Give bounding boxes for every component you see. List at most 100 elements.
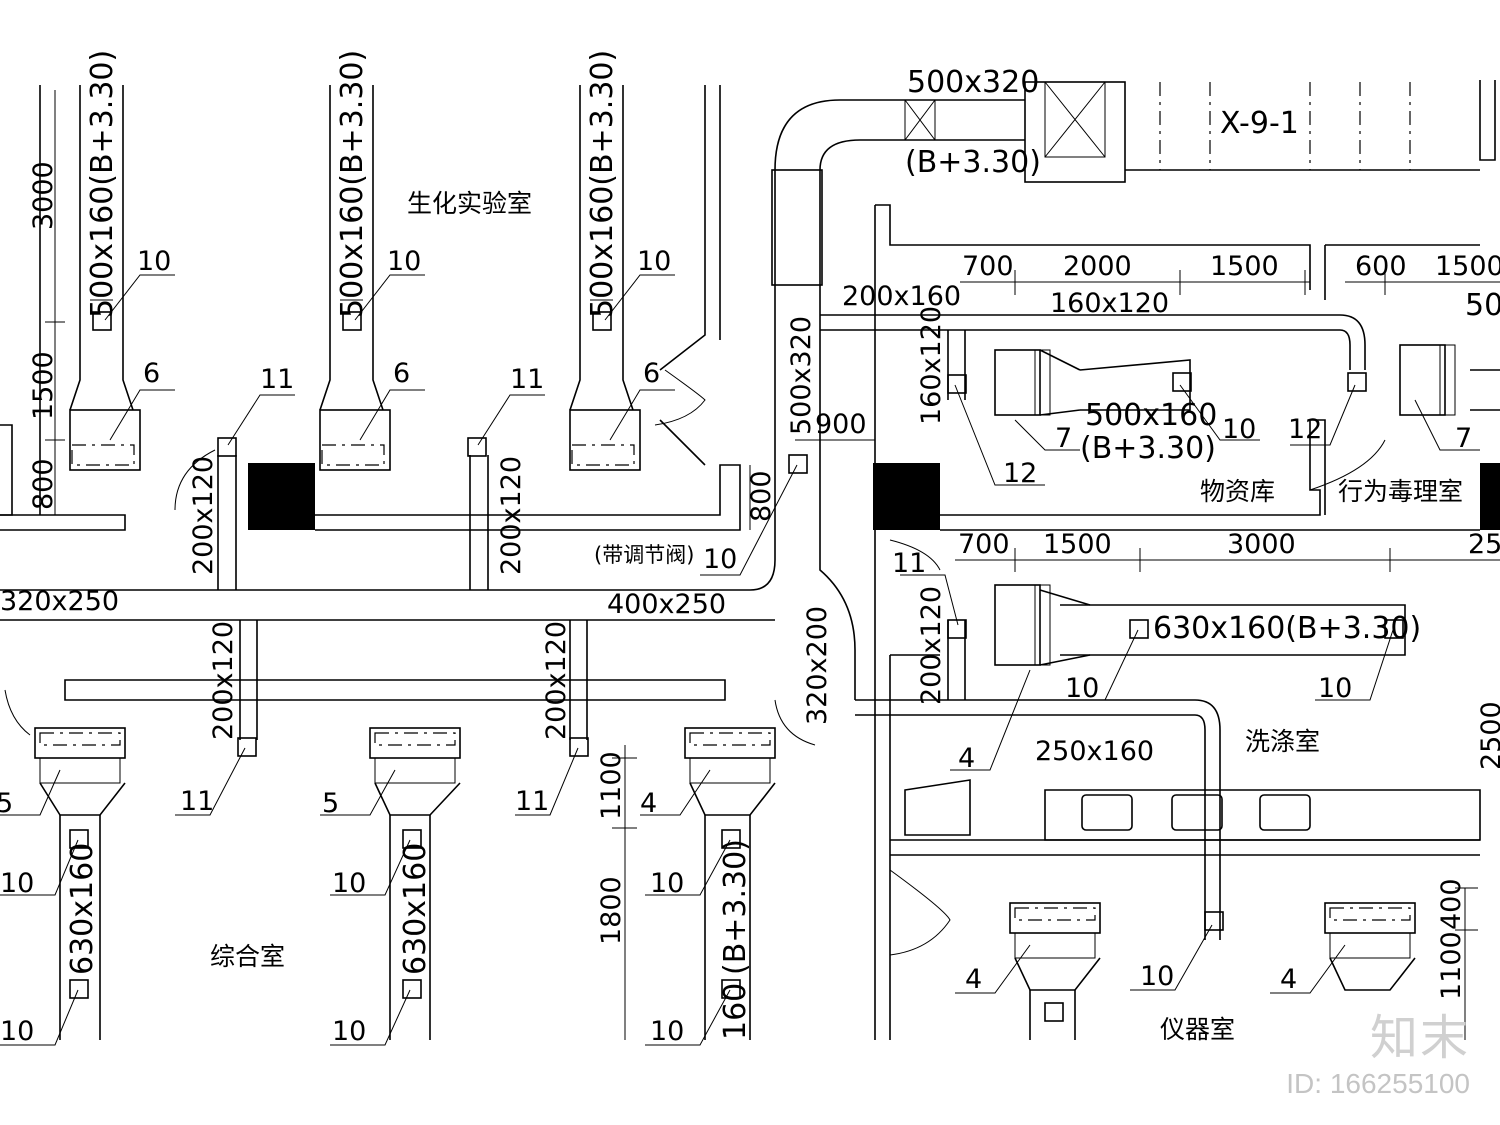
dimension-label: 1100: [1436, 931, 1467, 1000]
duct-size-label: (B+3.30): [905, 145, 1041, 180]
duct-size-label: (B+3.30): [718, 839, 753, 975]
tag-label: 10: [387, 246, 421, 277]
duct-size-label: 500x160(B+3.30): [585, 50, 620, 318]
tag-label: 10: [137, 246, 171, 277]
dimension-label: 800: [746, 470, 777, 522]
duct-size-label: 250x160: [1035, 736, 1154, 767]
duct-size-label: 320x250: [0, 586, 119, 617]
tag-label: 4: [958, 743, 975, 774]
tag-label: 10: [0, 1016, 34, 1047]
tag-label: 7: [1055, 423, 1072, 454]
duct-size-label: 320x200: [802, 606, 833, 725]
watermark-id: ID: 166255100: [1286, 1068, 1470, 1099]
tag-label: 5: [0, 788, 13, 819]
dimension-label: 700: [958, 529, 1010, 560]
tag-label: 10: [703, 544, 737, 575]
tag-label: 6: [393, 358, 410, 389]
duct-size-label: 200x120: [916, 586, 947, 705]
tag-label: 11: [515, 786, 549, 817]
duct-size-label: 160x120: [916, 306, 947, 425]
duct-size-label: 200x120: [541, 621, 572, 740]
tag-label: 10: [332, 1016, 366, 1047]
tag-label: 10: [1140, 961, 1174, 992]
duct-size-label: 200x120: [496, 456, 527, 575]
tag-label: 5: [322, 788, 339, 819]
tag-label: 11: [180, 786, 214, 817]
duct-size-label: 400x250: [607, 589, 726, 620]
duct-size-label: 200x120: [188, 456, 219, 575]
dimension-label: 400: [1436, 878, 1467, 930]
tag-label: 10: [1318, 673, 1352, 704]
dimension-lines: [45, 90, 1500, 1040]
tag-label: 10: [650, 1016, 684, 1047]
dimension-label: 1500: [1043, 529, 1112, 560]
dimension-label: 1500: [1210, 251, 1279, 282]
tag-label: 4: [965, 964, 982, 995]
dimension-label: 900: [815, 409, 867, 440]
room-label-washing: 洗涤室: [1245, 727, 1320, 756]
tag-label: 4: [640, 788, 657, 819]
dimension-label: 250: [1468, 529, 1500, 560]
watermark-logo: 知末: [1369, 1010, 1470, 1066]
tag-label: 6: [643, 358, 660, 389]
tag-label: 11: [892, 548, 926, 579]
watermark: 知末 ID: 166255100: [1286, 998, 1470, 1100]
duct-size-label: 500x160: [1085, 398, 1217, 433]
column: [873, 463, 940, 530]
tag-label: 12: [1003, 458, 1037, 489]
supply-ducts-top: [69, 85, 634, 411]
dimension-label: 1500: [28, 351, 59, 420]
dimension-label: 800: [28, 458, 59, 510]
leader-lines: [0, 274, 1480, 1046]
dimension-label: 3000: [28, 161, 59, 230]
dimension-label: 2000: [1063, 251, 1132, 282]
duct-size-label: 500x320: [907, 65, 1039, 100]
duct-size-label: 500x160(B+3.30): [85, 50, 120, 318]
fan-coil-units-top: [69, 409, 641, 471]
duct-size-label: 500x160(B+3.30): [335, 50, 370, 318]
room-label-behavior: 行为毒理室: [1338, 477, 1463, 506]
equipment-label: X-9-1: [1220, 106, 1299, 141]
dimension-label: 3000: [1227, 529, 1296, 560]
dimension-label: 1100: [596, 751, 627, 820]
tag-label: 10: [332, 868, 366, 899]
fan-coil-units-bottom: [34, 727, 1416, 1040]
dimension-label: 2500: [1476, 701, 1500, 770]
damper-note: (带调节阀): [594, 543, 694, 567]
tag-label: 12: [1288, 414, 1322, 445]
tag-label: 11: [510, 364, 544, 395]
duct-size-label: 630x160: [398, 843, 433, 975]
tag-label: 10: [637, 246, 671, 277]
duct-size-label: 200x160: [842, 281, 961, 312]
diffusers: [69, 311, 1404, 1022]
duct-size-label: 500: [1465, 288, 1500, 323]
tag-label: 10: [1065, 673, 1099, 704]
walls: [0, 80, 1496, 1040]
main-ducts: [217, 81, 1500, 940]
tag-label: 6: [143, 358, 160, 389]
duct-size-label: 200x120: [208, 621, 239, 740]
tag-label: 10: [650, 868, 684, 899]
duct-size-label: 160: [718, 983, 753, 1040]
dimension-label: 1500: [1435, 251, 1500, 282]
dimension-label: 600: [1355, 251, 1407, 282]
duct-size-label: (B+3.30): [1080, 431, 1216, 466]
duct-size-label: 160x120: [1050, 288, 1169, 319]
duct-size-label: 630x160(B+3.30): [1153, 611, 1421, 646]
dimension-label: 700: [962, 251, 1014, 282]
tag-label: 11: [260, 364, 294, 395]
tag-label: 7: [1455, 423, 1472, 454]
duct-size-label: 630x160: [65, 843, 100, 975]
tag-label: 10: [1222, 414, 1256, 445]
column: [1480, 463, 1500, 530]
dimension-label: 1800: [596, 876, 627, 945]
tag-label: 10: [0, 868, 34, 899]
duct-size-label: 500x320: [786, 316, 817, 435]
column: [248, 463, 315, 530]
room-label-biochem: 生化实验室: [407, 189, 532, 218]
room-label-general: 综合室: [210, 942, 285, 971]
room-label-materials: 物资库: [1200, 477, 1275, 506]
room-label-instrument: 仪器室: [1160, 1015, 1235, 1044]
tag-label: 4: [1280, 964, 1297, 995]
